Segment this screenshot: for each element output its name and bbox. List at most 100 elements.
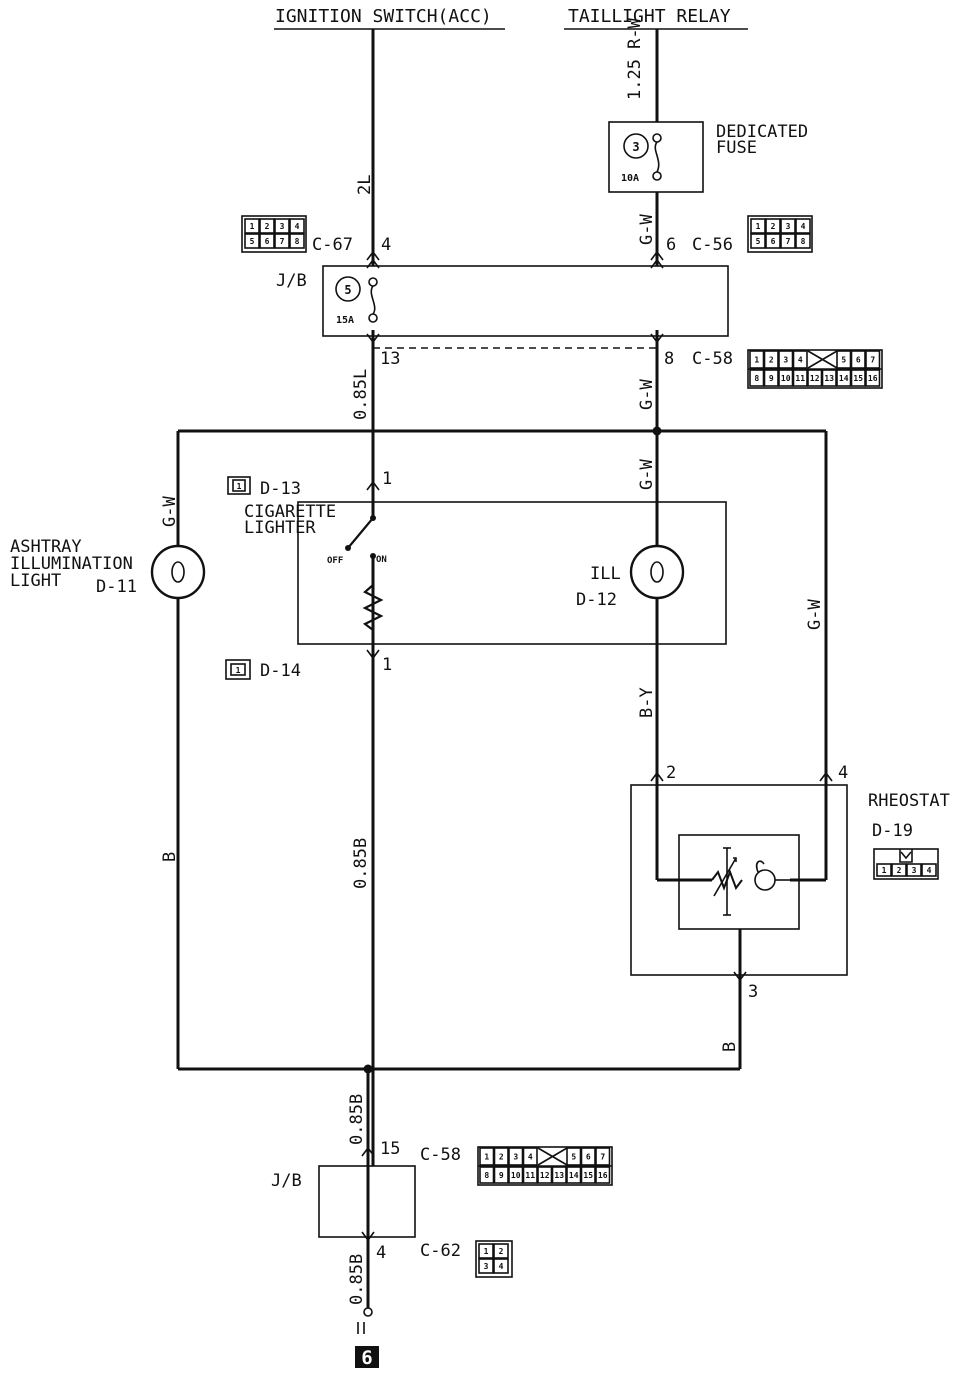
pin-number: 4 [381, 235, 391, 255]
connector-cell: 10 [781, 374, 791, 383]
ashtray-id: D-11 [96, 577, 137, 597]
connector-cell-box [274, 233, 290, 249]
pin-number: 1 [382, 655, 392, 675]
connector-cell-box [749, 350, 765, 369]
connector-id: C-58 [420, 1145, 461, 1165]
ignition-switch-label: IGNITION SWITCH(ACC) [275, 6, 492, 27]
wire-label: 0.85L [351, 369, 371, 420]
pin-number: 13 [380, 349, 400, 369]
connector-cell-box [289, 233, 305, 249]
connector-cell-box [765, 233, 781, 249]
connector-markers [361, 250, 833, 1242]
pin-number: 15 [380, 1139, 400, 1159]
connector-cell-box [493, 1147, 509, 1166]
connector-cell-box [479, 1166, 495, 1184]
wire-label: G-W [160, 496, 180, 527]
connector-cell-box [244, 218, 260, 234]
connector-cell: 8 [801, 237, 806, 246]
connector-cell-box [537, 1166, 553, 1184]
connector-cell: 3 [912, 866, 917, 875]
connector-d14: 1 D-14 1 [225, 655, 392, 681]
fuse-number: 5 [344, 283, 351, 297]
connector-cell: 1 [236, 666, 241, 675]
wire-label: B [160, 852, 180, 862]
wire-label: 2L [355, 175, 375, 195]
wire-label: 0.85B [347, 1254, 367, 1305]
connector-cell-box [778, 350, 794, 369]
connector-cell: 8 [295, 237, 300, 246]
connector-cell-box [865, 369, 881, 387]
connector-cell-box [580, 1166, 596, 1184]
connector-cell: 7 [786, 237, 791, 246]
rheostat-id: D-19 [872, 821, 913, 841]
ground-number-badge [355, 1346, 379, 1368]
connector-cell-box [508, 1147, 524, 1166]
connector-cell-box [522, 1147, 538, 1166]
wire-label: 0.85B [347, 1094, 367, 1145]
wire-label: B [720, 1042, 740, 1052]
connector-cell: 6 [856, 356, 861, 365]
connector-cell: 8 [484, 1171, 489, 1180]
junction-block-bottom: J/B 15 C-58 4 C-62 [271, 1139, 461, 1263]
connector-cell: 5 [571, 1153, 576, 1162]
connector-cell-box [551, 1166, 567, 1184]
connector-cell: 8 [754, 374, 759, 383]
connector-cell: 3 [513, 1153, 518, 1162]
pin-number: 1 [382, 469, 392, 489]
connector-cell: 14 [569, 1171, 579, 1180]
fuse-rating: 15A [336, 315, 354, 326]
connector-cell-box [780, 218, 796, 234]
connector-cell-box [891, 863, 907, 877]
wire-label: G-W [805, 599, 825, 630]
connector-cell: 12 [540, 1171, 550, 1180]
pin-number: 4 [376, 1243, 386, 1263]
connector-cell-box [778, 369, 794, 387]
connector-cell: 7 [280, 237, 285, 246]
wire-label: G-W [637, 459, 657, 490]
dedicated-fuse-label: DEDICATED [716, 122, 808, 142]
connector-cell-box [792, 369, 808, 387]
connector-cell-box [765, 218, 781, 234]
junction-block-top: J/B 5 15A [276, 265, 729, 337]
pin-number: 6 [666, 235, 676, 255]
connector-cell: 3 [484, 1262, 489, 1271]
connector-cell-box [493, 1258, 509, 1274]
wires [176, 29, 828, 1308]
connector-cell-box [580, 1147, 596, 1166]
connector-cell: 1 [882, 866, 887, 875]
connector-cell-box [595, 1147, 611, 1166]
connector-cell: 4 [528, 1153, 533, 1162]
connector-cell: 13 [554, 1171, 564, 1180]
connector-cell: 2 [265, 222, 270, 231]
connector-cell: 11 [525, 1171, 535, 1180]
connector-cell: 4 [295, 222, 300, 231]
connector-cell: 1 [237, 482, 242, 491]
junction-dot [652, 426, 662, 436]
connector-cell-box [493, 1243, 509, 1259]
ashtray-illumination-light: ASHTRAY ILLUMINATION LIGHT D-11 [10, 537, 206, 600]
connector-cell-box [821, 369, 837, 387]
connector-id: C-56 [692, 235, 733, 255]
connector-cell: 3 [786, 222, 791, 231]
wire-label: B-Y [637, 687, 657, 718]
connector-cell: 9 [769, 374, 774, 383]
connector-id: C-62 [420, 1241, 461, 1261]
connector-cell: 10 [511, 1171, 521, 1180]
connector-cell-box [566, 1147, 582, 1166]
junction-dot [363, 1064, 373, 1074]
switch-on-label: ON [376, 555, 387, 565]
connector-cell-box [478, 1258, 494, 1274]
fuse-rating: 10A [621, 173, 639, 184]
connector-cell: 16 [598, 1171, 608, 1180]
wire-label: 0.85B [351, 838, 371, 889]
connector-id: D-13 [260, 479, 301, 499]
jb-label: J/B [271, 1171, 302, 1191]
pin-number: 3 [748, 982, 758, 1002]
connector-cell: 4 [927, 866, 932, 875]
connector-cell: 11 [795, 374, 805, 383]
